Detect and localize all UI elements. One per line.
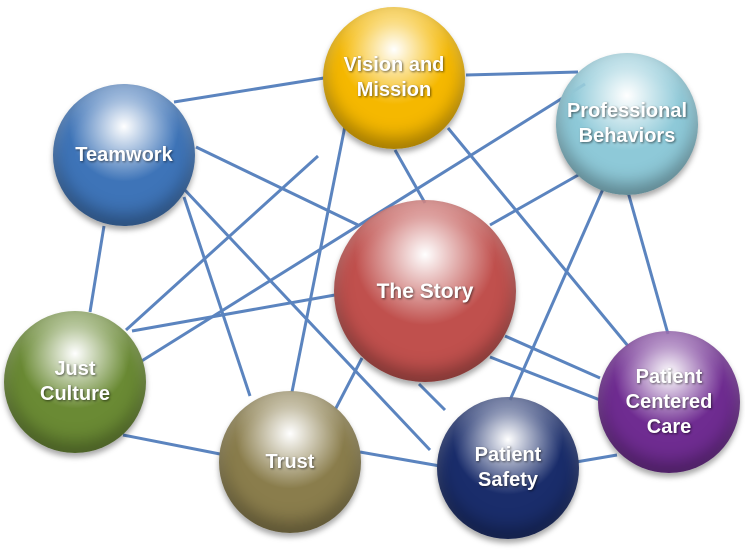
connection-line <box>290 125 347 393</box>
node-label: Patient Centered Care <box>625 365 713 438</box>
node-vision-and-mission: Vision and Mission <box>323 7 465 149</box>
connection-line <box>417 382 447 412</box>
connection-line <box>626 191 670 335</box>
connection-line <box>393 149 427 204</box>
node-patient-centered-care: Patient Centered Care <box>598 331 740 473</box>
node-the-story: The Story <box>334 200 516 382</box>
node-patient-safety: Patient Safety <box>437 397 579 539</box>
connection-line <box>446 127 630 347</box>
connection-line <box>173 76 325 104</box>
connection-line <box>359 450 441 468</box>
node-trust: Trust <box>219 391 361 533</box>
connection-line <box>465 70 579 77</box>
node-label: The Story <box>376 279 474 303</box>
node-professional-behaviors: Professional Behaviors <box>556 53 698 195</box>
connection-line <box>575 453 618 464</box>
connection-line <box>88 225 106 313</box>
node-teamwork: Teamwork <box>53 84 195 226</box>
connection-line <box>333 357 364 411</box>
connection-line <box>182 196 252 397</box>
node-label: Patient Safety <box>474 444 542 491</box>
connection-line <box>489 172 581 227</box>
node-label: Professional Behaviors <box>566 100 688 147</box>
connection-line <box>131 293 336 333</box>
node-just-culture: Just Culture <box>4 311 146 453</box>
connection-line <box>124 154 320 332</box>
connection-line <box>195 145 359 227</box>
node-label: Vision and Mission <box>343 54 445 101</box>
connection-line <box>504 334 601 380</box>
connection-line <box>508 188 605 401</box>
node-label: Just Culture <box>40 358 110 405</box>
connection-line <box>122 433 221 456</box>
connection-line <box>489 355 601 402</box>
node-label: Trust <box>265 450 315 473</box>
node-label: Teamwork <box>75 143 173 166</box>
